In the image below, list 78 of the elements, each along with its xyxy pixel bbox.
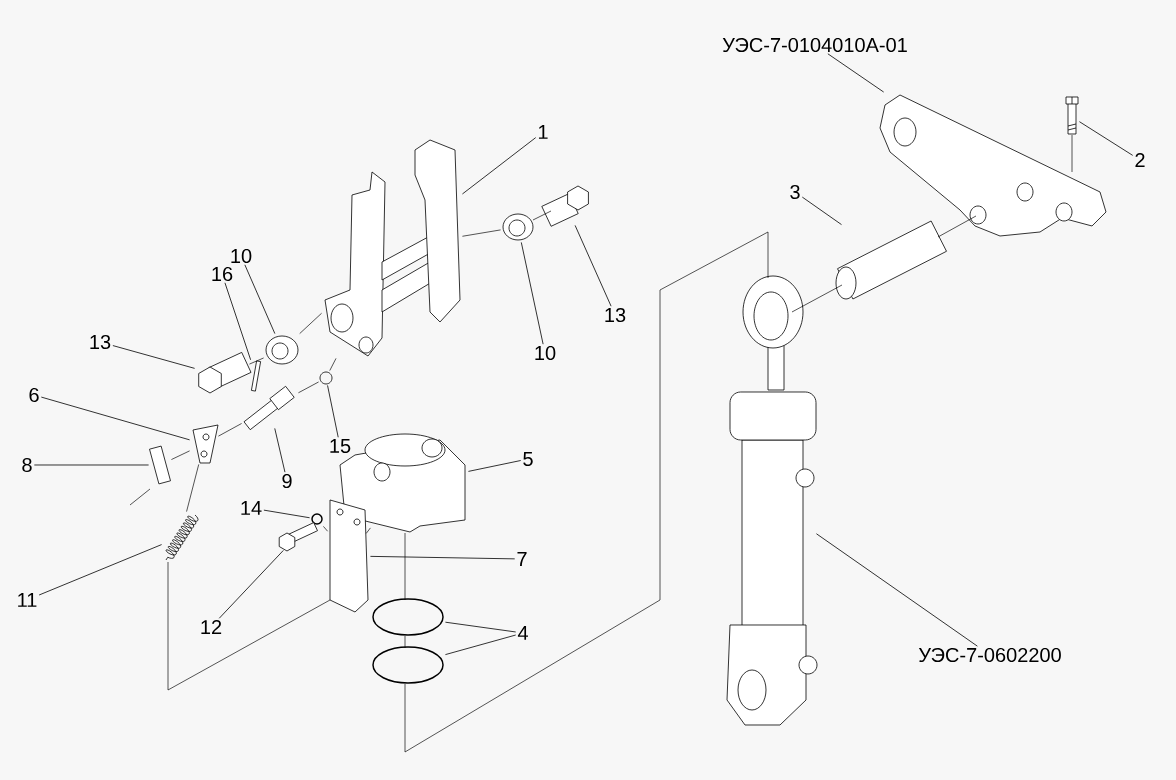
- leader-line: [38, 544, 162, 596]
- callout-number: 12: [201, 620, 222, 634]
- part-number-label: УЭС-7-0104010А-01: [722, 37, 907, 53]
- assembly-line: [249, 357, 264, 365]
- callout-number: 10: [231, 248, 252, 264]
- leader-line: [445, 634, 517, 655]
- washer-drawing: [311, 513, 323, 525]
- callout-number: 15: [330, 439, 351, 453]
- bolt-drawing: [198, 352, 252, 394]
- callout-number: 10: [535, 345, 556, 361]
- leader-line: [218, 550, 284, 619]
- leader-line: [33, 464, 149, 466]
- leader-line: [112, 345, 195, 369]
- callout-number: 1: [539, 125, 548, 139]
- leader-line: [520, 242, 544, 345]
- assembly-line: [299, 312, 322, 334]
- assembly-line: [365, 527, 371, 534]
- callout-number: 6: [29, 387, 39, 403]
- retaining-ring-drawing: [372, 646, 444, 684]
- assembly-line: [404, 532, 406, 601]
- key-drawing: [149, 445, 171, 485]
- callout-number: 13: [605, 307, 626, 323]
- leader-line: [445, 621, 517, 633]
- leader-line: [1079, 121, 1134, 156]
- retaining-ring-drawing: [319, 371, 333, 385]
- assembly-line: [404, 635, 406, 649]
- bolt-drawing: [278, 522, 318, 552]
- callout-number: 11: [18, 593, 37, 607]
- leader-line: [327, 385, 339, 438]
- part-number-label: УЭС-7-0602200: [918, 647, 1061, 663]
- assembly-line: [298, 381, 319, 394]
- washer-drawing: [265, 335, 299, 365]
- callout-number: 8: [22, 457, 32, 473]
- callout-number: 14: [241, 501, 262, 515]
- assembly-line: [323, 526, 328, 532]
- leader-line: [462, 137, 537, 195]
- callout-number: 2: [1135, 153, 1145, 167]
- callout-number: 16: [212, 266, 233, 282]
- leader-line: [468, 460, 522, 472]
- assembly-line: [167, 561, 331, 691]
- assembly-line: [218, 423, 242, 437]
- callout-number: 7: [517, 552, 527, 566]
- callout-number: 9: [282, 473, 292, 489]
- callout-number: 13: [90, 334, 111, 350]
- assembly-line: [791, 284, 843, 313]
- leader-line: [816, 533, 978, 647]
- assembly-line: [329, 358, 337, 371]
- bolt-drawing: [541, 185, 589, 227]
- leader-line: [574, 225, 612, 307]
- leader-line: [370, 555, 516, 560]
- fork-drawing: [324, 139, 461, 357]
- leader-line: [827, 53, 885, 93]
- leader-line: [224, 282, 251, 361]
- plate-drawing: [192, 424, 219, 464]
- leader-line: [274, 428, 286, 473]
- assembly-line: [186, 464, 200, 512]
- pin-drawing: [835, 220, 947, 300]
- leader-line: [40, 396, 190, 441]
- washer-drawing: [502, 213, 534, 241]
- spring-drawing: [165, 514, 199, 561]
- leader-line: [263, 509, 310, 519]
- hydraulic-cylinder-drawing: [726, 275, 818, 726]
- pin-drawing: [243, 385, 295, 431]
- bolt-drawing: [1065, 96, 1079, 135]
- retaining-ring-drawing: [372, 598, 444, 636]
- assembly-line: [532, 210, 552, 221]
- lever-drawing: [879, 94, 1107, 237]
- callout-number: 5: [523, 452, 533, 466]
- assembly-line: [937, 215, 977, 238]
- leader-line: [801, 196, 842, 225]
- leader-line: [244, 264, 276, 334]
- cotter-pin-drawing: [251, 360, 261, 392]
- callout-number: 3: [790, 184, 800, 200]
- assembly-line: [462, 229, 501, 237]
- callout-number: 4: [517, 626, 528, 640]
- assembly-line: [171, 450, 190, 460]
- assembly-line: [404, 231, 769, 753]
- assembly-line: [1071, 134, 1073, 173]
